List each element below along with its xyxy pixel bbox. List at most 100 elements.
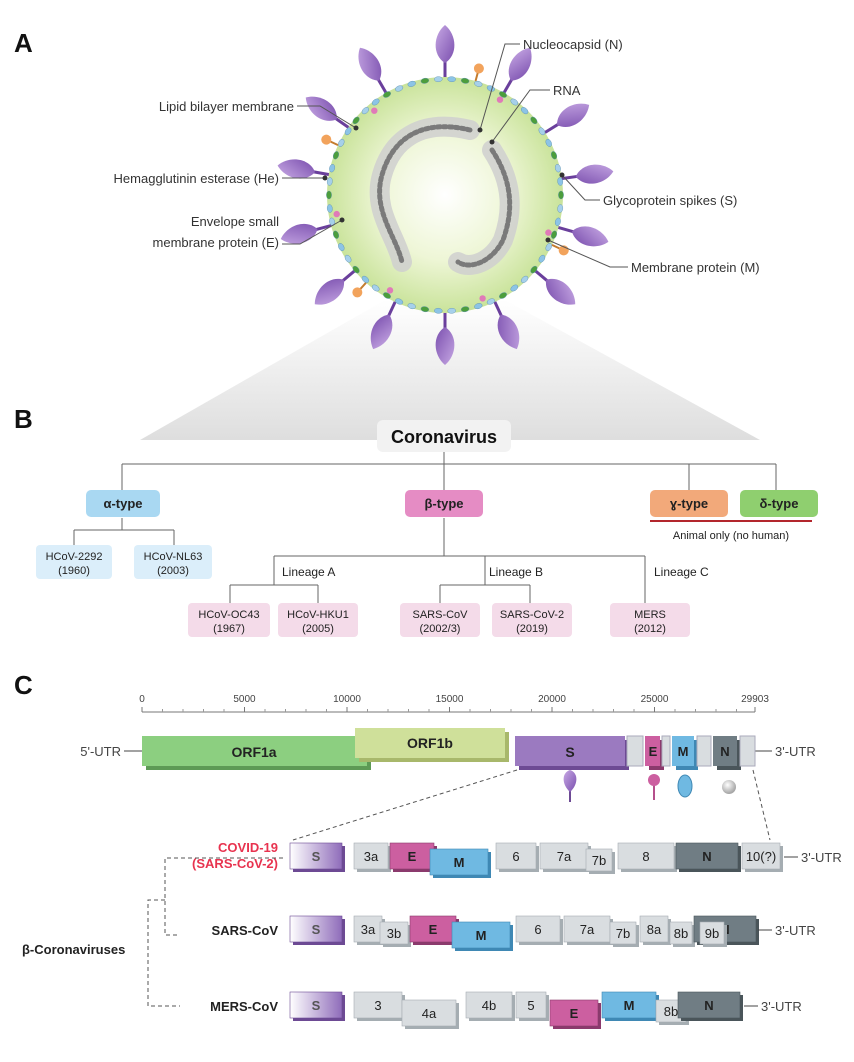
panel-label-c: C — [14, 670, 33, 700]
e-gene-label: E — [649, 744, 658, 759]
membrane-lipid — [486, 298, 495, 305]
gene-label: 9b — [705, 926, 719, 941]
callout-dots — [322, 125, 565, 243]
membrane-lipid — [338, 243, 345, 252]
label-nucleocapsid: Nucleocapsid (N) — [523, 37, 623, 52]
delta-type-label: δ-type — [760, 496, 799, 511]
gene-label: 8 — [642, 849, 649, 864]
gene-block — [465, 991, 513, 1019]
s-gene-label: S — [565, 744, 574, 760]
hemagglutinin-esterase — [352, 282, 367, 298]
membrane-lipid — [434, 307, 443, 314]
gene-label: N — [702, 849, 711, 864]
membrane-protein-icon — [677, 774, 693, 798]
alpha-virus-list: HCoV-2292 (1960) HCoV-NL63 (2003) — [36, 545, 212, 579]
panel-label-a: A — [14, 28, 33, 58]
hemagglutinin-esterase — [473, 63, 484, 82]
spike-protein — [492, 299, 520, 350]
m-gene-label: M — [678, 744, 689, 759]
m-gene-block — [672, 736, 694, 766]
scale-tick-label: 15000 — [436, 694, 464, 705]
scale-tick-label: 0 — [139, 694, 145, 705]
membrane-lipid — [530, 116, 538, 125]
delta-type-box — [740, 490, 818, 517]
beta-coronaviruses-label: β-Coronaviruses — [22, 942, 125, 957]
gene-block — [741, 842, 781, 870]
gene-label: S — [312, 849, 321, 864]
spike-protein — [501, 47, 532, 96]
envelope-protein — [496, 96, 504, 103]
gene-comparison-rows: S3aEM67a7b8N10(?)3'-UTRS3a3bEM67a7b8a8bN… — [289, 842, 842, 1029]
gene-label: 4b — [482, 998, 496, 1013]
gene-block — [289, 991, 343, 1019]
virus-box-hcov-nl63 — [134, 545, 212, 579]
n-gene-label: N — [720, 744, 729, 759]
utr3-label: 3'-UTR — [775, 923, 816, 938]
gene-label: E — [570, 1006, 579, 1021]
membrane-lipid — [555, 164, 561, 173]
tree-lines — [73, 452, 777, 603]
membrane-lipid — [474, 80, 483, 87]
spike-protein — [314, 268, 358, 305]
membrane-lipid — [530, 265, 538, 274]
gene-block — [639, 915, 669, 943]
lineage-b-label: Lineage B — [489, 565, 543, 579]
gene-label: 6 — [512, 849, 519, 864]
virus-name: HCoV-2292 — [46, 551, 103, 563]
scale-tick-label: 5000 — [233, 694, 256, 705]
membrane-lipid — [338, 138, 345, 147]
gene-label: S — [312, 998, 321, 1013]
animal-only-note: Animal only (no human) — [673, 530, 789, 542]
membrane-lipid — [545, 243, 552, 252]
virus-name: HCoV-HKU1 — [287, 609, 349, 621]
gene-label: 10(?) — [746, 849, 776, 864]
gene-label: 3 — [374, 998, 381, 1013]
membrane-lipid — [407, 80, 416, 87]
root-box — [377, 420, 511, 452]
membrane-lipid — [550, 230, 558, 239]
envelope-protein — [371, 107, 378, 114]
virus-year: (2012) — [634, 623, 666, 635]
lineage-c-label: Lineage C — [654, 565, 709, 579]
gene-label: 4a — [422, 1006, 437, 1021]
gene-block — [401, 999, 457, 1027]
membrane-lipid — [557, 177, 564, 186]
virus-box-hcov-hku1 — [278, 603, 358, 637]
envelope-protein — [386, 287, 394, 294]
gene-label: 3a — [364, 849, 379, 864]
gene-label: 7a — [580, 922, 595, 937]
membrane-lipid — [395, 298, 404, 305]
gene-label: N — [704, 998, 713, 1013]
gene-label: 7b — [616, 926, 630, 941]
spike-protein — [305, 96, 351, 130]
membrane-lipid — [383, 91, 391, 98]
gene-block — [353, 842, 389, 870]
membrane-lipid — [420, 77, 430, 84]
virus-box-hcov-2292 — [36, 545, 112, 579]
gene-block — [353, 915, 383, 943]
scale-tick-label: 29903 — [741, 694, 769, 705]
virus-year: (1960) — [58, 565, 90, 577]
spike-protein — [280, 223, 334, 244]
covid-label-line2: (SARS-CoV-2) — [192, 856, 278, 871]
panel-label-b: B — [14, 404, 33, 434]
membrane-lipid — [538, 254, 546, 263]
membrane-lipid — [329, 164, 335, 173]
utr3-label: 3'-UTR — [801, 850, 842, 865]
membrane-lipid — [395, 85, 404, 92]
virus-name: HCoV-NL63 — [144, 551, 203, 563]
gene-label: 8a — [647, 922, 662, 937]
spike-protein-icon — [563, 770, 577, 802]
membrane-lipid — [352, 116, 360, 125]
virus-year: (2003) — [157, 565, 189, 577]
gene-block — [675, 842, 739, 870]
label-e-line1: Envelope small — [191, 214, 279, 229]
virus-name: SARS-CoV — [412, 609, 468, 621]
gene-label: 3a — [361, 922, 376, 937]
spike-protein — [370, 299, 398, 350]
membrane-lipid — [520, 107, 529, 115]
label-membrane: Membrane protein (M) — [631, 260, 760, 275]
virus-box-sars-cov-2 — [492, 603, 572, 637]
gene-block — [601, 991, 657, 1019]
